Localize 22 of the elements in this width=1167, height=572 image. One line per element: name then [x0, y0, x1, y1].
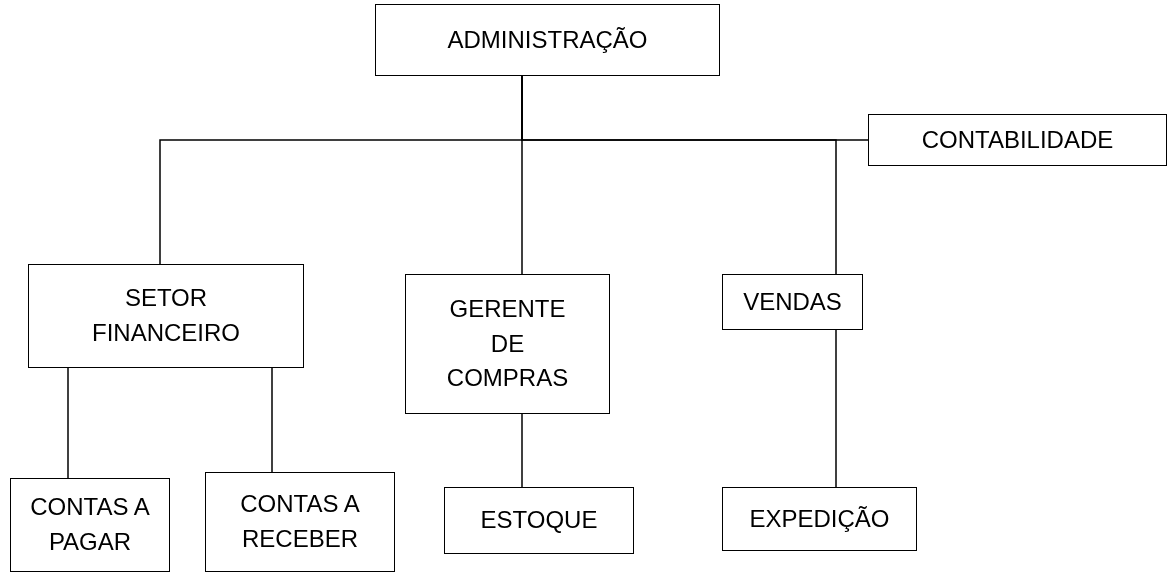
org-box	[868, 114, 1167, 166]
org-box	[10, 478, 170, 572]
box-label: GERENTE DE COMPRAS	[445, 293, 570, 394]
box-label: ESTOQUE	[480, 505, 598, 536]
connector-line	[271, 367, 273, 473]
box-label: EXPEDIÇÃO	[749, 503, 890, 534]
connector-line	[835, 329, 837, 488]
org-box	[205, 472, 395, 572]
box-label: CONTAS A RECEBER	[239, 489, 361, 554]
connector-line	[67, 367, 69, 479]
org-box	[375, 4, 720, 76]
connector-line	[521, 413, 523, 488]
box-label: CONTABILIDADE	[921, 124, 1114, 155]
org-box	[722, 487, 917, 551]
box-label: VENDAS	[743, 286, 842, 317]
org-box	[28, 264, 304, 368]
box-label: SETOR FINANCEIRO	[91, 283, 241, 348]
org-box	[722, 274, 863, 330]
org-box	[405, 274, 610, 414]
box-label: CONTAS A PAGAR	[30, 492, 150, 557]
box-label: ADMINISTRAÇÃO	[447, 24, 648, 55]
org-box	[444, 487, 634, 554]
